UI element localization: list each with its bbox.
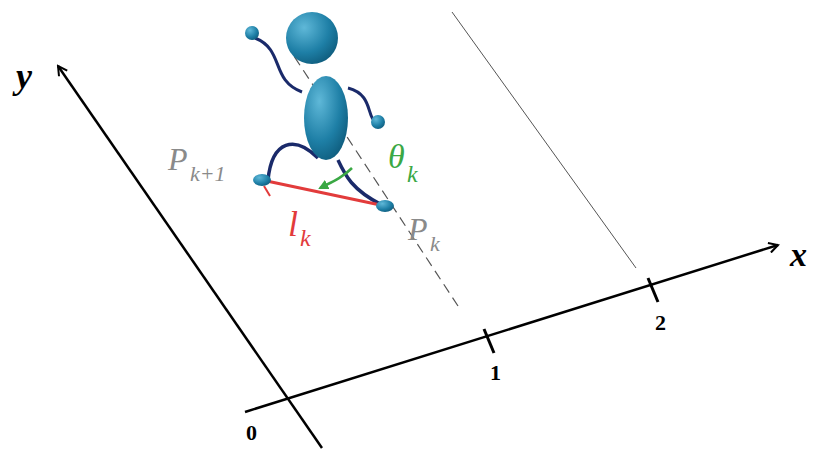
body xyxy=(304,76,348,160)
point-label: P xyxy=(408,213,428,245)
dashed-line xyxy=(290,50,458,306)
tick-label: 2 xyxy=(655,312,666,334)
head xyxy=(286,12,338,64)
tick xyxy=(648,278,658,302)
step-mark xyxy=(264,186,270,196)
guide-line xyxy=(452,12,636,268)
length-label: l xyxy=(288,206,298,242)
foot xyxy=(376,200,394,212)
axis-label: x xyxy=(790,238,807,272)
point-subscript: k xyxy=(430,233,440,255)
angle-arc xyxy=(320,168,352,188)
step-length-line xyxy=(262,180,385,206)
y-axis xyxy=(58,66,322,448)
tick-label: 0 xyxy=(246,422,257,444)
angle-subscript: k xyxy=(407,162,418,186)
point-subscript: k+1 xyxy=(190,163,226,185)
leg xyxy=(268,144,318,180)
foot xyxy=(253,174,271,186)
hand xyxy=(245,26,259,40)
x-axis xyxy=(245,245,778,412)
axis-label: y xyxy=(16,58,32,94)
hand xyxy=(371,115,385,129)
length-subscript: k xyxy=(300,226,311,250)
angle-label: θ xyxy=(388,140,405,174)
tick xyxy=(484,329,494,353)
point-label: P xyxy=(168,143,188,175)
tick-label: 1 xyxy=(490,362,501,384)
